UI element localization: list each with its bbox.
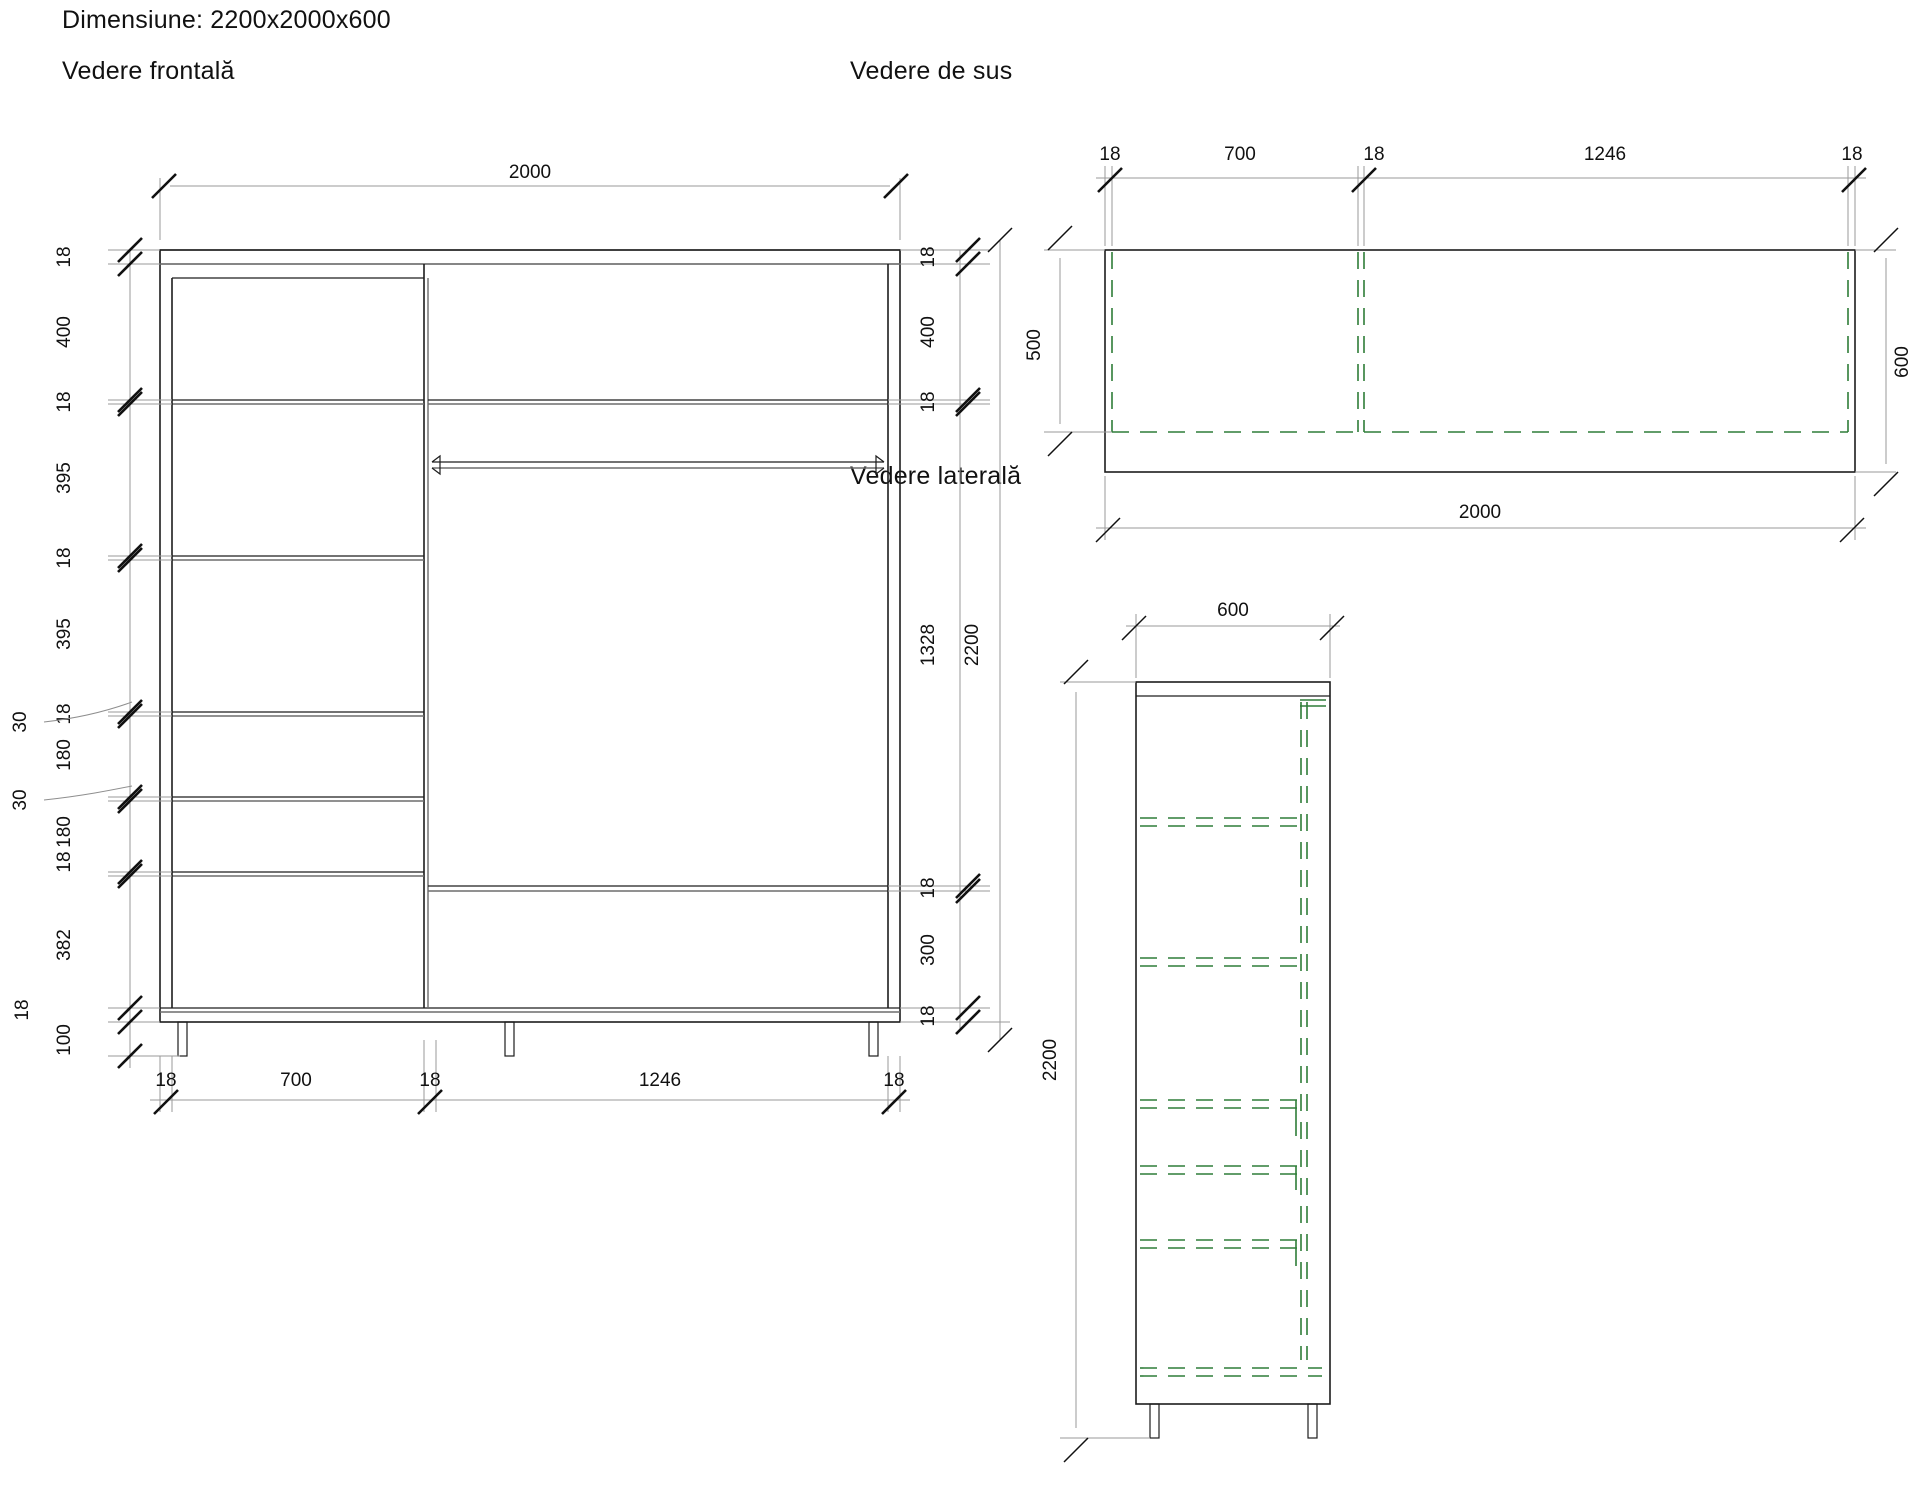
front-bottom-dimension-chain: 18 700 18 1246 18 (150, 1040, 910, 1115)
dim-bottom-1: 18 (155, 1070, 176, 1091)
front-view-group: 2000 (10, 162, 1013, 1115)
dim-left-12: 18 (12, 999, 33, 1020)
dim-leader-30-b: 30 (10, 789, 31, 810)
dim-right-7: 18 (918, 1005, 939, 1026)
dim-bottom-5: 18 (883, 1070, 904, 1091)
dim-left-2: 400 (54, 316, 75, 348)
dim-left-3: 18 (54, 391, 75, 412)
front-right-compartment (428, 264, 889, 1008)
dim-top-3: 18 (1363, 144, 1384, 165)
front-left-shelves (171, 277, 424, 1008)
dim-left-13: 100 (54, 1024, 75, 1056)
dim-right-2: 400 (918, 316, 939, 348)
dim-top-4: 1246 (1584, 144, 1626, 165)
dim-right-1: 18 (918, 246, 939, 267)
side-view-label: Vedere laterală (850, 462, 1022, 490)
dim-right-6: 300 (918, 934, 939, 966)
side-view-group: 600 2200 (1040, 600, 1345, 1463)
top-view-bottom-dimension: 2000 (1095, 476, 1866, 543)
dim-top-depth-outer: 600 (1892, 346, 1913, 378)
top-view-label: Vedere de sus (850, 57, 1013, 85)
dim-front-total-height: 2200 (962, 624, 983, 666)
top-view-top-dimension-chain: 18 700 18 1246 18 (1096, 144, 1867, 246)
dim-left-1: 18 (54, 246, 75, 267)
page-title: Dimensiune: 2200x2000x600 (62, 6, 391, 34)
top-view-hidden-lines (1111, 252, 1849, 433)
side-view-left-dimension: 2200 (1040, 659, 1150, 1463)
dim-leader-30-a: 30 (10, 711, 31, 732)
front-vertical-divider (423, 264, 429, 1008)
dim-top-1: 18 (1099, 144, 1120, 165)
front-feet (177, 1021, 879, 1057)
front-right-dimension-chain: 18 400 18 1328 18 300 18 2200 (888, 227, 1013, 1053)
dim-top-2: 700 (1224, 144, 1256, 165)
side-view-feet (1149, 1403, 1318, 1439)
front-top-dimension: 2000 (151, 162, 909, 240)
dim-front-width: 2000 (509, 162, 551, 183)
dim-left-11: 382 (54, 929, 75, 961)
dim-left-8: 180 (54, 739, 75, 771)
dim-left-6: 395 (54, 618, 75, 650)
top-view-group: 18 700 18 1246 18 500 (1024, 144, 1913, 543)
dim-left-4: 395 (54, 462, 75, 494)
top-view-left-dimension: 500 (1024, 225, 1112, 457)
top-view-outline (1104, 249, 1856, 473)
front-view-label: Vedere frontală (62, 57, 235, 85)
dim-right-5: 18 (918, 877, 939, 898)
dim-side-depth: 600 (1217, 600, 1249, 621)
front-left-dimension-chain: 18 400 18 395 18 395 18 180 180 18 382 1… (10, 237, 180, 1069)
dim-bottom-4: 1246 (639, 1070, 681, 1091)
dim-left-5: 18 (54, 547, 75, 568)
side-view-outline (1135, 681, 1331, 1405)
dim-left-9: 180 (54, 816, 75, 848)
top-view-right-dimension: 600 (1855, 227, 1913, 497)
dim-left-10: 18 (54, 851, 75, 872)
dim-right-4: 1328 (918, 624, 939, 666)
side-view-top-dimension: 600 (1121, 600, 1345, 678)
dim-left-7: 18 (54, 703, 75, 724)
dim-side-height: 2200 (1040, 1039, 1061, 1081)
dim-bottom-2: 700 (280, 1070, 312, 1091)
dim-top-width: 2000 (1459, 502, 1501, 523)
dim-top-5: 18 (1841, 144, 1862, 165)
dim-bottom-3: 18 (419, 1070, 440, 1091)
dim-top-depth-inner: 500 (1024, 329, 1045, 361)
dim-right-3: 18 (918, 391, 939, 412)
side-view-hidden-lines (1140, 699, 1326, 1377)
front-cabinet-outline (159, 249, 901, 1023)
